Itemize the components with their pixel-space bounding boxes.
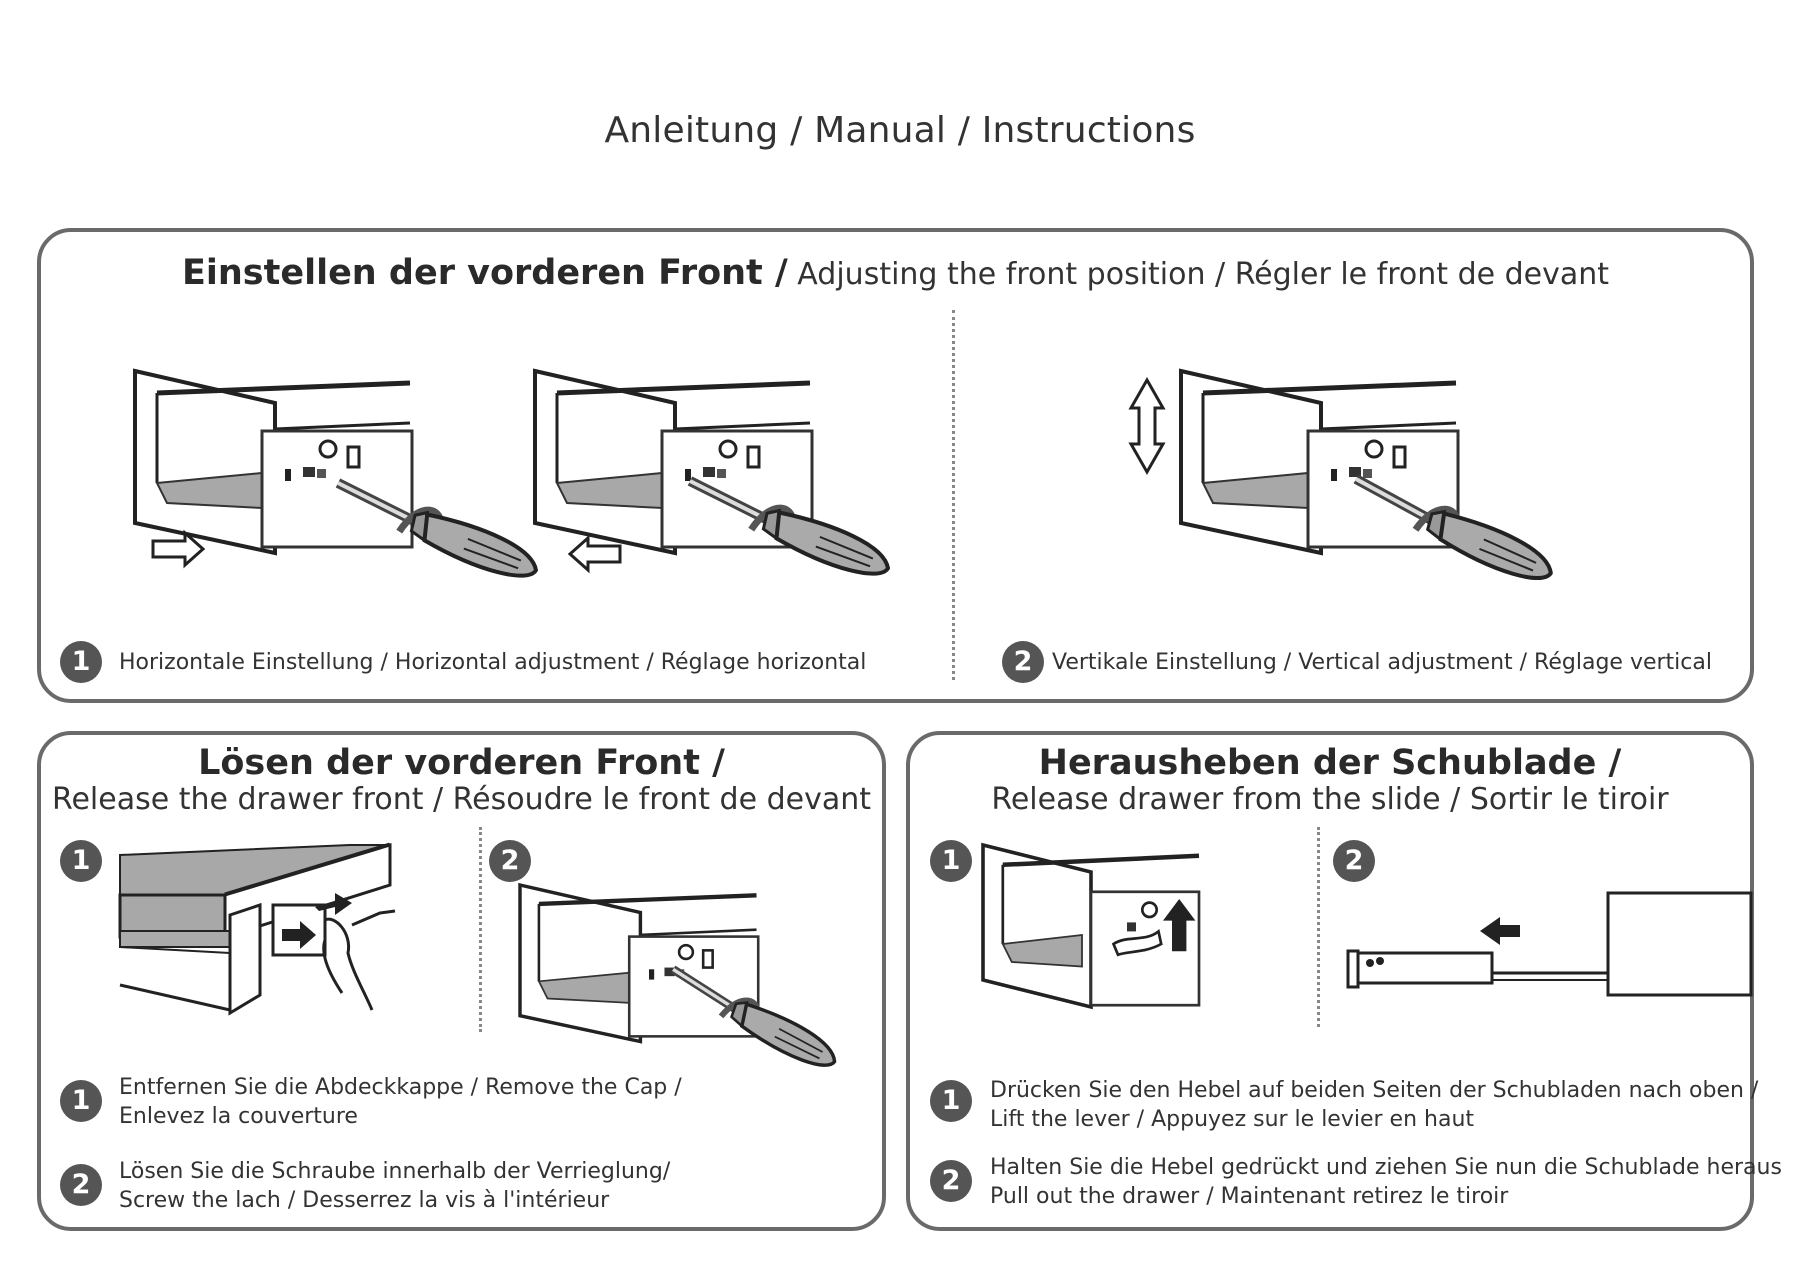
- step-1-badge: 1: [930, 1080, 972, 1122]
- pull-out-drawer-illustration: [1346, 891, 1753, 997]
- arrow-left-icon: [315, 893, 352, 915]
- release-front-panel: Lösen der vorderen Front / Release the d…: [37, 731, 886, 1231]
- step-2-caption: Lösen Sie die Schraube innerhalb der Ver…: [119, 1157, 670, 1215]
- step-1-badge: 1: [60, 1080, 102, 1122]
- release-front-title-bold: Lösen der vorderen Front /: [198, 743, 725, 783]
- step-2-caption-line2: Pull out the drawer / Maintenant retirez…: [990, 1184, 1509, 1209]
- fig-2-badge: 2: [489, 840, 531, 882]
- release-drawer-title: Herausheben der Schublade /: [910, 743, 1750, 783]
- arrow-right-icon: [151, 529, 206, 569]
- step-2-caption: Halten Sie die Hebel gedrückt und ziehen…: [990, 1153, 1782, 1211]
- step-2-badge: 2: [1002, 641, 1044, 683]
- lift-lever-illustration: [981, 842, 1201, 1010]
- front-adjustment-title: Einstellen der vorderen Front / Adjustin…: [41, 253, 1750, 293]
- step-2-badge: 2: [60, 1164, 102, 1206]
- front-adjustment-title-regular: Adjusting the front position / Régler le…: [787, 257, 1610, 292]
- step-2-caption-line1: Lösen Sie die Schraube innerhalb der Ver…: [119, 1159, 671, 1184]
- page-title: Anleitung / Manual / Instructions: [604, 110, 1196, 151]
- release-drawer-title-bold: Herausheben der Schublade /: [1038, 743, 1622, 783]
- arrow-left-icon: [1480, 917, 1520, 945]
- divider-dotted: [952, 310, 955, 680]
- vertical-double-arrow-icon: [1128, 376, 1166, 476]
- fig-1-badge: 1: [930, 840, 972, 882]
- release-drawer-subtitle: Release drawer from the slide / Sortir l…: [991, 782, 1669, 817]
- release-drawer-panel: Herausheben der Schublade / Release draw…: [906, 731, 1782, 1231]
- step-1-badge: 1: [60, 641, 102, 683]
- step-2-caption: Vertikale Einstellung / Vertical adjustm…: [1052, 650, 1712, 675]
- vertical-adjust-illustration: [1181, 371, 1571, 611]
- front-adjustment-title-bold: Einstellen der vorderen Front /: [181, 253, 788, 293]
- arrow-left-icon: [567, 534, 622, 574]
- fig-2-badge: 2: [1333, 840, 1375, 882]
- unscrew-latch-illustration: [520, 885, 900, 1105]
- step-2-badge: 2: [930, 1160, 972, 1202]
- release-front-title: Lösen der vorderen Front /: [41, 743, 882, 783]
- horizontal-adjust-right-illustration: [535, 371, 925, 611]
- step-1-caption: Drücken Sie den Hebel auf beiden Seiten …: [990, 1076, 1758, 1134]
- front-adjustment-panel: Einstellen der vorderen Front / Adjustin…: [37, 228, 1754, 703]
- arrow-up-icon: [1163, 899, 1196, 952]
- step-1-caption-line2: Enlevez la couverture: [119, 1104, 358, 1129]
- remove-cap-illustration: [118, 842, 396, 1016]
- step-2-caption-line2: Screw the lach / Desserrez la vis à l'in…: [119, 1188, 610, 1213]
- step-1-caption-line1: Entfernen Sie die Abdeckkappe / Remove t…: [119, 1075, 682, 1100]
- divider-dotted: [479, 827, 482, 1032]
- step-1-caption-line2: Lift the lever / Appuyez sur le levier e…: [990, 1107, 1475, 1132]
- divider-dotted: [1317, 827, 1320, 1027]
- step-2-caption-line1: Halten Sie die Hebel gedrückt und ziehen…: [990, 1155, 1782, 1180]
- step-1-caption: Entfernen Sie die Abdeckkappe / Remove t…: [119, 1073, 682, 1131]
- release-front-subtitle: Release the drawer front / Résoudre le f…: [51, 782, 872, 817]
- fig-1-badge: 1: [60, 840, 102, 882]
- step-1-caption: Horizontale Einstellung / Horizontal adj…: [119, 650, 867, 675]
- horizontal-adjust-left-illustration: [135, 371, 525, 611]
- step-1-caption-line1: Drücken Sie den Hebel auf beiden Seiten …: [990, 1078, 1759, 1103]
